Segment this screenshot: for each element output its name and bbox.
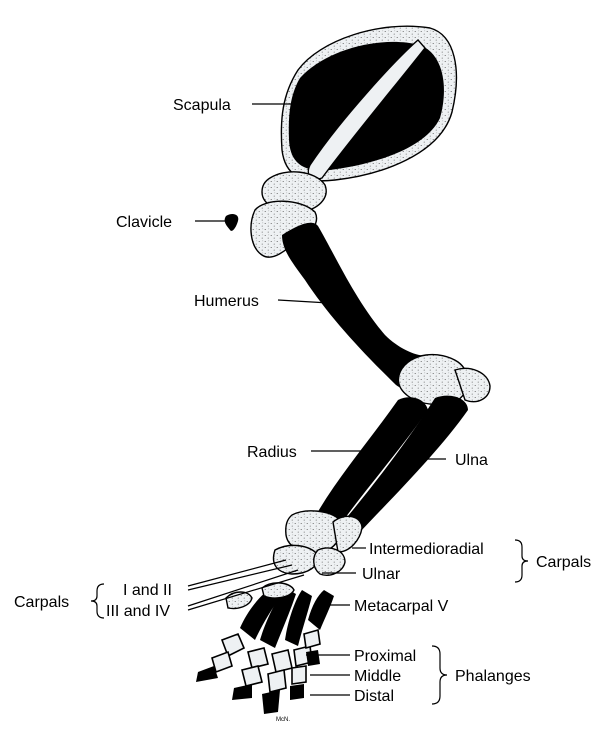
label-middle: Middle <box>354 668 401 685</box>
label-distal: Distal <box>354 688 394 705</box>
label-ulna: Ulna <box>455 452 488 469</box>
carpals-right-brace <box>515 540 528 582</box>
label-carpals-i-and-ii: I and II <box>123 582 172 599</box>
label-scapula: Scapula <box>173 97 231 114</box>
label-carpals-left: Carpals <box>14 594 69 611</box>
label-proximal: Proximal <box>354 648 416 665</box>
carpals-left-brace <box>91 584 104 618</box>
humerus-bone <box>251 201 490 404</box>
phalanx-bones <box>196 630 320 714</box>
label-humerus: Humerus <box>194 293 259 310</box>
label-carpals-iii-and-iv: III and IV <box>106 603 170 620</box>
label-metacarpal-v: Metacarpal V <box>354 598 449 615</box>
artist-mark: McN. <box>276 717 290 723</box>
clavicle-bone <box>225 214 239 231</box>
label-phalanges: Phalanges <box>455 668 531 685</box>
carpal-bones <box>274 511 362 575</box>
label-carpals-right: Carpals <box>536 554 591 571</box>
label-ulnar: Ulnar <box>362 566 401 583</box>
label-clavicle: Clavicle <box>116 214 172 231</box>
label-radius: Radius <box>247 444 297 461</box>
phalanges-brace <box>432 646 447 704</box>
label-intermedioradial: Intermedioradial <box>369 541 484 558</box>
scapula-bone <box>262 26 456 212</box>
